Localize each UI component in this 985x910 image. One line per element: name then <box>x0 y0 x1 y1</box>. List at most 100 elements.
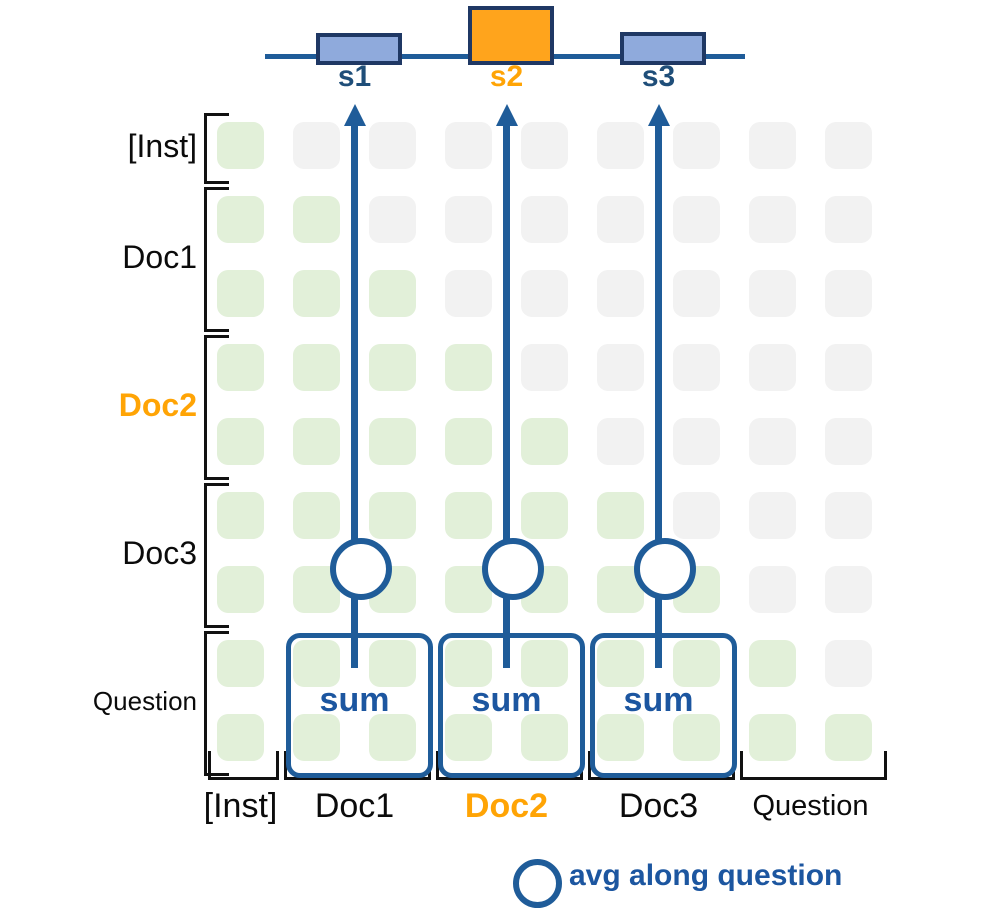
matrix-cell-r6-c7 <box>673 492 720 539</box>
matrix-cell-r6-c2 <box>293 492 340 539</box>
matrix-cell-r9-c9 <box>825 714 872 761</box>
matrix-cell-r2-c9 <box>825 196 872 243</box>
matrix-cell-r8-c8 <box>749 640 796 687</box>
sum-box-doc2 <box>438 633 585 778</box>
matrix-cell-r2-c8 <box>749 196 796 243</box>
score-bar-s1 <box>315 33 402 65</box>
matrix-cell-r5-c2 <box>293 418 340 465</box>
matrix-cell-r5-c8 <box>749 418 796 465</box>
matrix-cell-r8-c6 <box>597 640 644 687</box>
sum-box-doc1 <box>286 633 433 778</box>
row-group-label-doc2: Doc2 <box>118 386 197 423</box>
matrix-cell-r1-c8 <box>749 122 796 169</box>
matrix-cell-r4-c6 <box>597 344 644 391</box>
sum-label-doc2: sum <box>471 681 542 719</box>
matrix-cell-r4-c2 <box>293 344 340 391</box>
matrix-cell-r3-c5 <box>521 270 568 317</box>
matrix-cell-r8-c3 <box>369 640 416 687</box>
col-group-bracket-question <box>740 751 887 780</box>
matrix-cell-r2-c5 <box>521 196 568 243</box>
matrix-cell-r6-c4 <box>445 492 492 539</box>
matrix-cell-r9-c2 <box>293 714 340 761</box>
matrix-cell-r9-c3 <box>369 714 416 761</box>
matrix-cell-r7-c8 <box>749 566 796 613</box>
matrix-cell-r9-c1 <box>217 714 264 761</box>
matrix-cell-r5-c1 <box>217 418 264 465</box>
sum-label-doc1: sum <box>319 681 390 719</box>
matrix-cell-r9-c8 <box>749 714 796 761</box>
col-group-label-doc1: Doc1 <box>314 787 395 825</box>
matrix-cell-r1-c1 <box>217 122 264 169</box>
matrix-cell-r8-c4 <box>445 640 492 687</box>
legend-label: avg along question <box>569 859 843 892</box>
matrix-cell-r5-c6 <box>597 418 644 465</box>
col-group-label-question: Question <box>752 790 869 822</box>
matrix-cell-r7-c1 <box>217 566 264 613</box>
matrix-cell-r7-c9 <box>825 566 872 613</box>
matrix-cell-r2-c7 <box>673 196 720 243</box>
matrix-cell-r9-c4 <box>445 714 492 761</box>
matrix-cell-r6-c5 <box>521 492 568 539</box>
matrix-cell-r8-c2 <box>293 640 340 687</box>
matrix-cell-r4-c7 <box>673 344 720 391</box>
matrix-cell-r1-c7 <box>673 122 720 169</box>
matrix-cell-r2-c4 <box>445 196 492 243</box>
matrix-cell-r3-c9 <box>825 270 872 317</box>
matrix-cell-r3-c3 <box>369 270 416 317</box>
matrix-cell-r9-c5 <box>521 714 568 761</box>
avg-circle-doc2 <box>481 538 544 600</box>
arrow-up-icon <box>343 104 366 126</box>
matrix-cell-r1-c3 <box>369 122 416 169</box>
matrix-cell-r8-c9 <box>825 640 872 687</box>
arrow-up-icon <box>647 104 670 126</box>
matrix-cell-r1-c9 <box>825 122 872 169</box>
matrix-cell-r3-c6 <box>597 270 644 317</box>
score-label-s1: s1 <box>337 60 372 93</box>
row-group-label-inst: [Inst] <box>127 127 197 164</box>
matrix-cell-r2-c6 <box>597 196 644 243</box>
matrix-cell-r4-c8 <box>749 344 796 391</box>
matrix-cell-r6-c6 <box>597 492 644 539</box>
matrix-cell-r1-c6 <box>597 122 644 169</box>
matrix-cell-r4-c5 <box>521 344 568 391</box>
matrix-cell-r5-c4 <box>445 418 492 465</box>
matrix-cell-r5-c7 <box>673 418 720 465</box>
score-label-s2: s2 <box>489 60 524 93</box>
score-arrow-doc1 <box>351 124 358 668</box>
score-label-s3: s3 <box>641 60 676 93</box>
score-bar-s2 <box>467 6 554 65</box>
row-group-bracket-doc3 <box>204 483 229 628</box>
row-group-bracket-inst <box>204 113 229 184</box>
matrix-cell-r1-c5 <box>521 122 568 169</box>
row-group-bracket-question <box>204 631 229 776</box>
arrow-up-icon <box>495 104 518 126</box>
matrix-cell-r1-c4 <box>445 122 492 169</box>
matrix-cell-r6-c1 <box>217 492 264 539</box>
matrix-cell-r3-c7 <box>673 270 720 317</box>
matrix-cell-r3-c2 <box>293 270 340 317</box>
matrix-cell-r3-c1 <box>217 270 264 317</box>
score-bar-s3 <box>619 32 706 65</box>
avg-circle-doc1 <box>329 538 392 600</box>
col-group-label-doc3: Doc3 <box>618 787 699 825</box>
row-group-label-doc1: Doc1 <box>122 238 197 275</box>
matrix-cell-r5-c3 <box>369 418 416 465</box>
matrix-cell-r3-c8 <box>749 270 796 317</box>
row-group-bracket-doc2 <box>204 335 229 480</box>
matrix-cell-r6-c9 <box>825 492 872 539</box>
matrix-cell-r4-c4 <box>445 344 492 391</box>
matrix-cell-r4-c3 <box>369 344 416 391</box>
matrix-cell-r4-c1 <box>217 344 264 391</box>
avg-circle-doc3 <box>633 538 696 600</box>
matrix-cell-r4-c9 <box>825 344 872 391</box>
matrix-cell-r2-c3 <box>369 196 416 243</box>
matrix-cell-r9-c7 <box>673 714 720 761</box>
col-group-bracket-inst <box>208 751 279 780</box>
matrix-cell-r6-c3 <box>369 492 416 539</box>
matrix-cell-r8-c5 <box>521 640 568 687</box>
matrix-cell-r3-c4 <box>445 270 492 317</box>
row-group-label-question: Question <box>92 685 197 716</box>
matrix-cell-r8-c7 <box>673 640 720 687</box>
col-group-label-doc2: Doc2 <box>464 787 549 825</box>
